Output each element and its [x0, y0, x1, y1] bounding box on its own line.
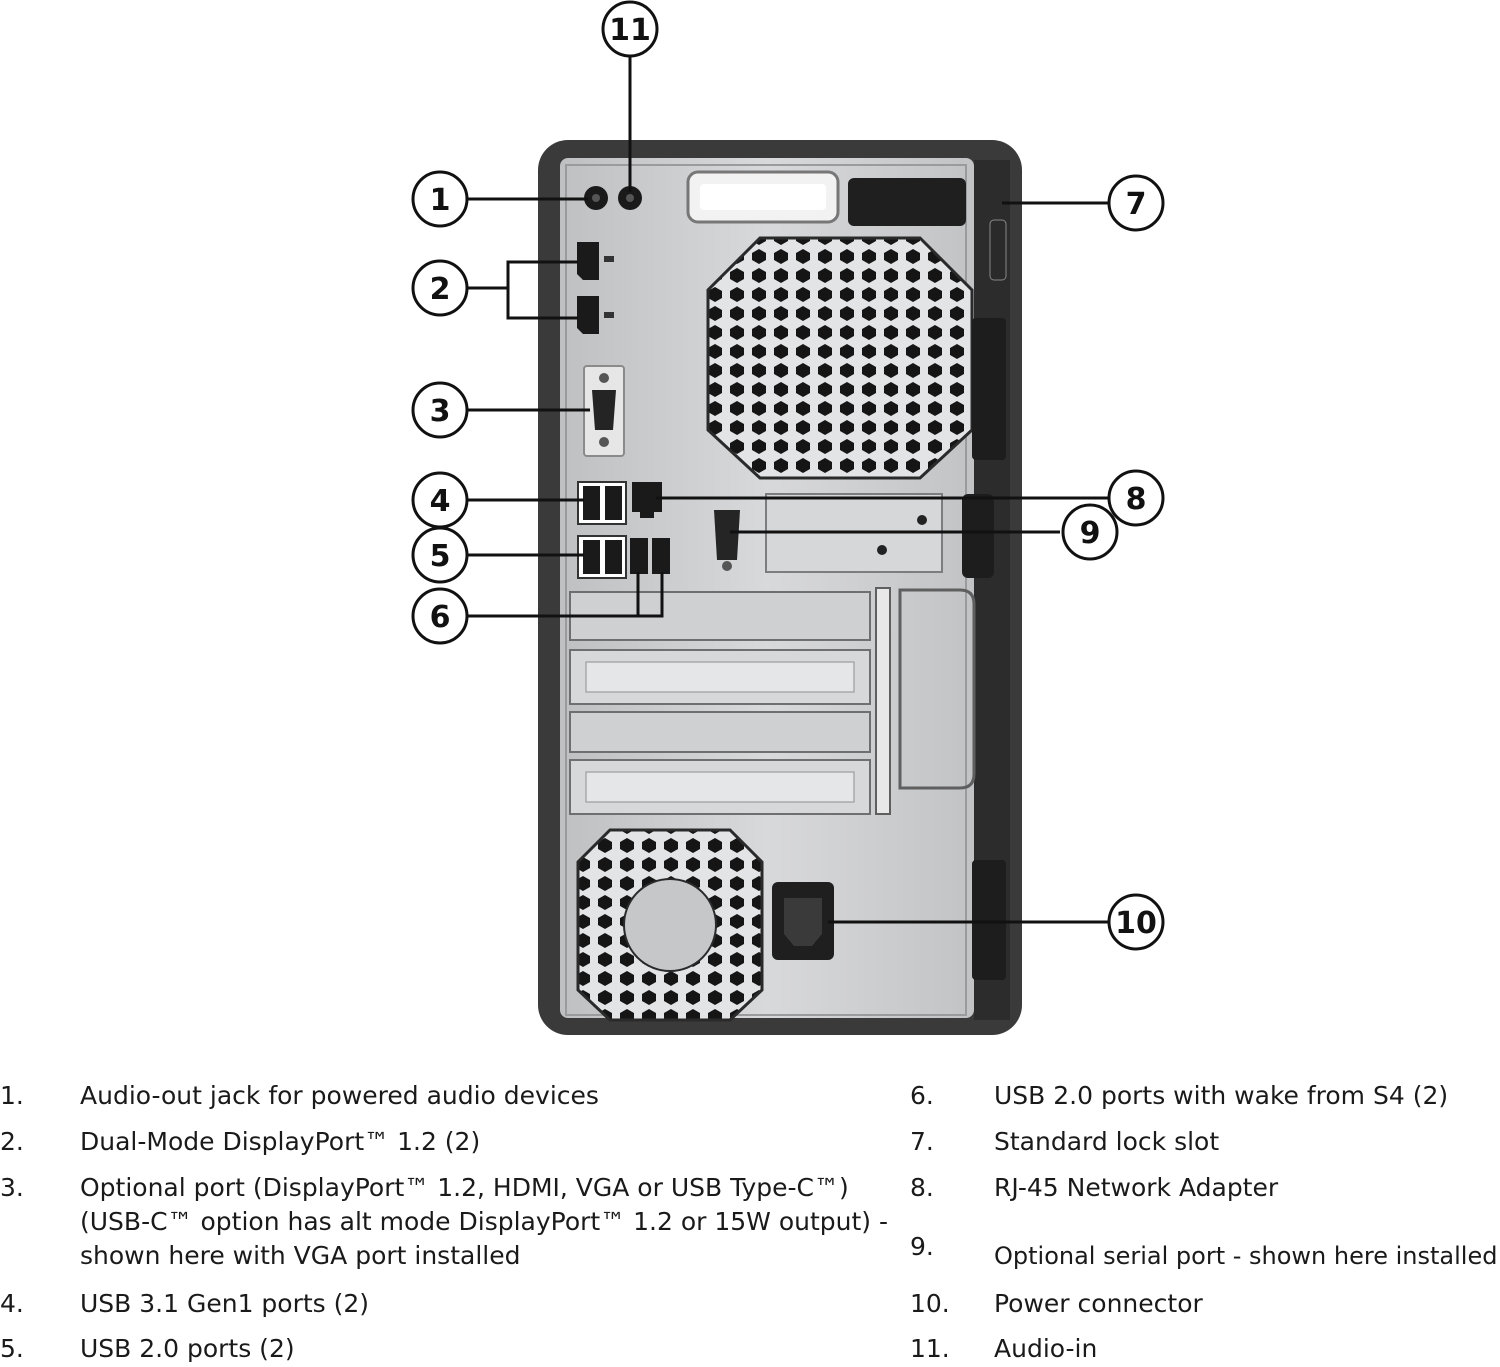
legend-text: RJ-45 Network Adapter — [994, 1173, 1279, 1202]
pc-rear-panel-diagram: 1 2 3 4 5 6 7 8 9 10 11 — [411, 0, 1165, 1035]
callout-leader-lines — [468, 56, 1108, 924]
side-brackets — [962, 219, 1007, 980]
legend-item-6: 6. USB 2.0 ports with wake from S4 (2) — [910, 1079, 1500, 1115]
legend-text: USB 3.1 Gen1 ports (2) — [80, 1289, 370, 1318]
callout-9: 9 — [1061, 503, 1119, 561]
legend-text: Audio-out jack for powered audio devices — [80, 1081, 599, 1110]
legend-number: 6. — [910, 1081, 934, 1110]
legend-text: USB 2.0 ports (2) — [80, 1334, 295, 1363]
legend-item-7: 7. Standard lock slot — [910, 1125, 1500, 1161]
legend-text: USB 2.0 ports with wake from S4 (2) — [994, 1081, 1449, 1110]
legend-item-9: 9. Optional serial port - shown here ins… — [910, 1230, 1500, 1276]
legend-number: 7. — [910, 1127, 934, 1156]
expansion-slots — [569, 587, 976, 815]
legend-number: 10. — [910, 1289, 950, 1318]
callout-6: 6 — [411, 587, 469, 645]
svg-text:6: 6 — [430, 600, 451, 635]
rj45-port — [632, 482, 662, 518]
svg-text:5: 5 — [430, 539, 451, 574]
legend-text: Dual-Mode DisplayPort™ 1.2 (2) — [80, 1127, 481, 1156]
svg-text:4: 4 — [430, 484, 451, 519]
legend-number: 4. — [0, 1289, 24, 1318]
legend-text: Power connector — [994, 1289, 1203, 1318]
legend-text: Audio-in — [994, 1334, 1098, 1363]
callout-1: 1 — [411, 170, 469, 228]
legend-number: 5. — [0, 1334, 24, 1363]
legend-item-11: 11. Audio-in — [910, 1332, 1500, 1366]
legend-item-10: 10. Power connector — [910, 1287, 1500, 1323]
legend-number: 2. — [0, 1127, 24, 1156]
legend-text: Standard lock slot — [994, 1127, 1220, 1156]
svg-text:9: 9 — [1080, 516, 1101, 551]
legend-number: 3. — [0, 1173, 24, 1202]
callout-5: 5 — [411, 526, 469, 584]
callout-2: 2 — [411, 259, 469, 317]
legend-text: Optional serial port - shown here instal… — [994, 1242, 1498, 1270]
callout-10: 10 — [1107, 893, 1165, 951]
power-connector — [772, 882, 834, 960]
legend-number: 1. — [0, 1081, 24, 1110]
callout-8: 8 — [1107, 469, 1165, 527]
legend-text: Optional port (DisplayPort™ 1.2, HDMI, V… — [80, 1173, 889, 1270]
svg-text:3: 3 — [430, 394, 451, 429]
svg-text:2: 2 — [430, 272, 451, 307]
callout-4: 4 — [411, 471, 469, 529]
svg-text:1: 1 — [430, 183, 451, 218]
legend-item-5: 5. USB 2.0 ports (2) — [0, 1332, 900, 1366]
top-handle-cutout — [686, 170, 966, 226]
callout-7: 7 — [1107, 174, 1165, 232]
audio-jacks — [584, 186, 642, 210]
usb-ports — [577, 481, 670, 579]
svg-text:8: 8 — [1126, 482, 1147, 517]
case-fan-grille — [706, 236, 974, 480]
serial-port — [714, 510, 740, 571]
psu-fan-grille — [576, 828, 764, 1022]
legend-number: 11. — [910, 1334, 950, 1363]
legend-item-3: 3. Optional port (DisplayPort™ 1.2, HDMI… — [0, 1171, 900, 1275]
displayport-connectors — [577, 242, 614, 334]
legend-item-2: 2. Dual-Mode DisplayPort™ 1.2 (2) — [0, 1125, 900, 1161]
legend-number: 8. — [910, 1173, 934, 1202]
legend-item-1: 1. Audio-out jack for powered audio devi… — [0, 1079, 900, 1115]
svg-text:11: 11 — [609, 13, 651, 48]
vga-port — [583, 365, 625, 457]
callout-3: 3 — [411, 381, 469, 439]
svg-text:7: 7 — [1126, 187, 1147, 222]
legend-number: 9. — [910, 1232, 934, 1261]
svg-text:10: 10 — [1115, 906, 1157, 941]
callout-11: 11 — [601, 0, 659, 58]
legend-item-8: 8. RJ-45 Network Adapter — [910, 1171, 1500, 1207]
legend-item-4: 4. USB 3.1 Gen1 ports (2) — [0, 1287, 900, 1323]
